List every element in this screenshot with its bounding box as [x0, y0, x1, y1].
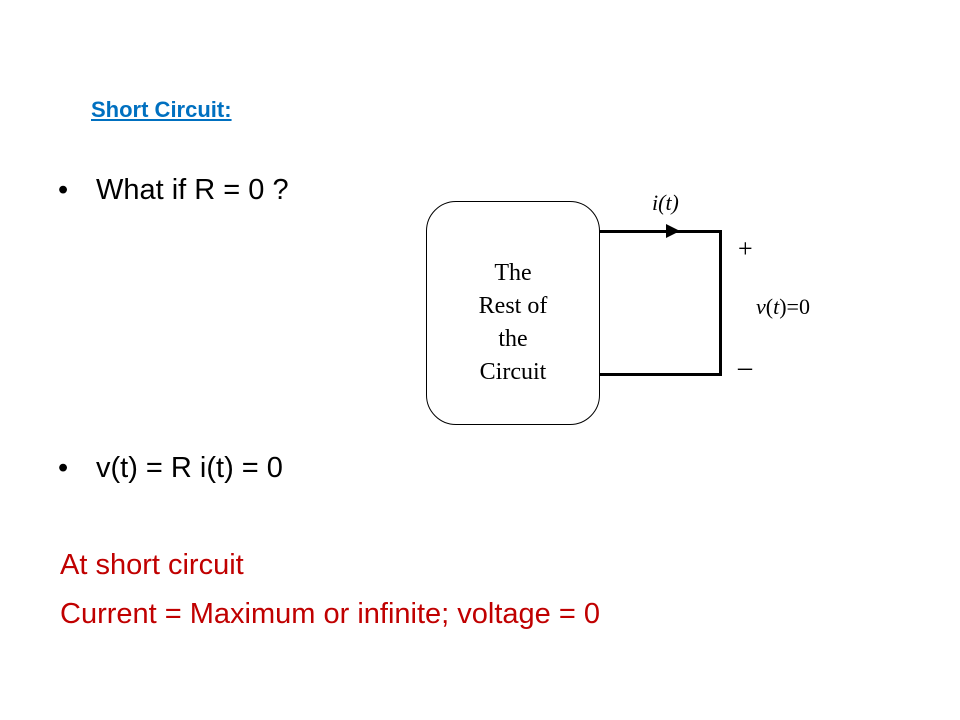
note-short-circuit: At short circuit [60, 549, 244, 581]
bullet-dot: • [58, 452, 69, 484]
current-label: i(t) [652, 190, 679, 215]
box-line: The [494, 260, 532, 286]
voltage-paren: ( [765, 294, 774, 319]
rest-of-circuit-label: The Rest of the Circuit [427, 257, 599, 389]
voltage-time: t [773, 294, 780, 319]
box-line: the [498, 326, 528, 352]
current-arrow-icon [666, 224, 680, 238]
voltage-symbol: v [756, 294, 766, 319]
bullet-dot: • [58, 174, 69, 206]
plus-sign: + [738, 234, 753, 263]
bullet-text: What if R = 0 ? [96, 174, 289, 206]
voltage-label: v(t)=0 [756, 294, 810, 320]
slide-title: Short Circuit: [91, 97, 232, 122]
short-wire [719, 230, 722, 376]
box-line: Rest of [478, 293, 548, 319]
bottom-wire [600, 373, 722, 376]
bullet-text: v(t) = R i(t) = 0 [96, 452, 283, 484]
voltage-value: )=0 [779, 294, 810, 319]
circuit-diagram: The Rest of the Circuit i(t) + v(t)=0 – [420, 180, 860, 440]
box-line: Circuit [479, 359, 547, 385]
rest-of-circuit-box: The Rest of the Circuit [426, 201, 600, 425]
note-current-voltage: Current = Maximum or infinite; voltage =… [60, 598, 600, 630]
top-wire [600, 230, 722, 233]
minus-sign: – [738, 352, 752, 383]
